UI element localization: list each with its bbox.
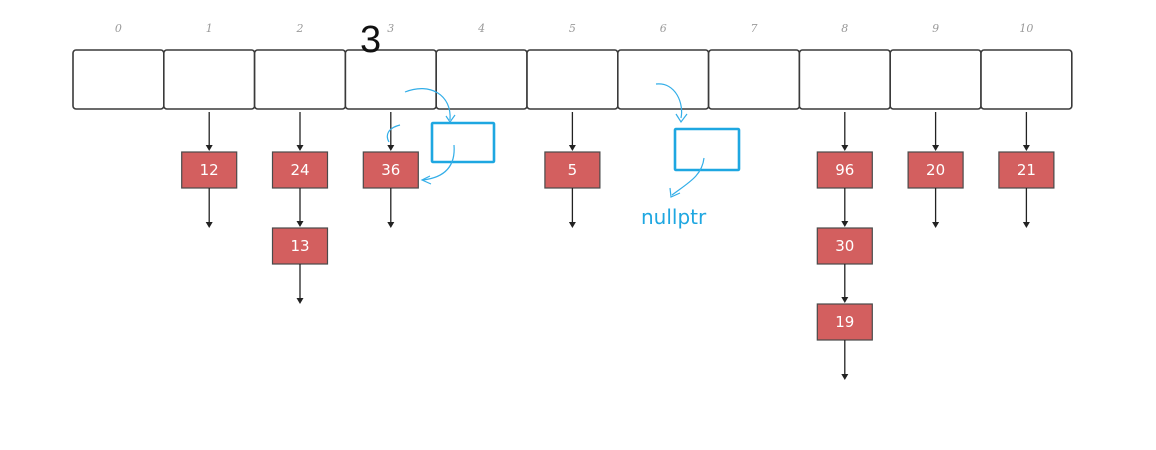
null-pointer-arrow — [568, 188, 576, 228]
inserted-node-sketch — [386, 88, 496, 185]
slot-index-label: 6 — [660, 22, 667, 35]
bucket-slot — [435, 49, 528, 110]
next-pointer-arrow — [296, 188, 304, 227]
bucket-slot — [253, 49, 347, 110]
chain-node — [907, 151, 964, 189]
chain-node — [271, 227, 329, 265]
blue-pointer-into-box — [655, 83, 683, 119]
bucket-slot — [616, 49, 710, 110]
blue-pointer-to-null — [671, 157, 705, 196]
slot-index-label: 7 — [751, 22, 758, 35]
blue-pointer-into-box — [404, 88, 451, 121]
slot-index-label: 2 — [296, 22, 304, 35]
null-pointer-arrow — [205, 188, 213, 228]
bucket-slot — [889, 49, 982, 110]
blue-pointer-head — [445, 114, 456, 124]
blue-pointer-head — [420, 175, 432, 185]
slot-index-label: 0 — [115, 22, 122, 35]
chain-node-value: 21 — [1017, 161, 1036, 179]
next-pointer-arrow — [841, 264, 849, 303]
null-pointer-arrow — [841, 340, 849, 380]
chain-node-value: 36 — [381, 161, 400, 179]
chain-node-value: 20 — [926, 161, 945, 179]
null-pointer-arrow — [932, 188, 940, 228]
blue-pointer-to-node-36 — [422, 144, 455, 181]
blue-pointer-head — [675, 113, 688, 124]
null-pointer-arrow — [296, 264, 304, 304]
chain-node — [998, 151, 1055, 189]
slot-index-label: 1 — [206, 22, 213, 35]
slot-index-label: 4 — [477, 22, 485, 35]
chain-node-value: 96 — [835, 161, 854, 179]
chain-node-value: 30 — [835, 237, 854, 255]
null-pointer-arrow — [1022, 188, 1030, 228]
null-node-sketch — [655, 83, 741, 198]
chain-node-value: 24 — [290, 161, 309, 179]
slot-index-label: 10 — [1019, 22, 1033, 35]
bucket-array: 0 1 2 3 4 5 6 7 8 9 10 — [72, 22, 1073, 110]
pointer-arrow — [841, 112, 849, 151]
pointer-arrow — [568, 112, 576, 151]
bucket-slot — [980, 49, 1073, 110]
chain-node — [271, 151, 329, 189]
slot-index-label: 5 — [569, 22, 576, 35]
pointer-arrow — [296, 112, 304, 151]
chain-node — [181, 151, 238, 189]
slot-index-label: 8 — [841, 22, 848, 35]
chain-node — [362, 151, 419, 189]
next-pointer-arrow — [841, 188, 849, 227]
slot-index-label: 9 — [932, 22, 939, 35]
blue-empty-node-box — [673, 127, 741, 172]
bucket-chains: 12 24 13 36 5 96 30 19 20 21 — [181, 112, 1055, 380]
bucket-slot — [707, 49, 801, 110]
chain-node-value: 5 — [568, 161, 578, 179]
chain-node-value: 12 — [200, 161, 219, 179]
blue-pointer-head — [669, 187, 681, 198]
pointer-arrow — [932, 112, 940, 151]
bucket-slot — [163, 49, 256, 110]
bucket-slot — [798, 49, 892, 110]
nullptr-label: nullptr — [641, 205, 707, 229]
chain-node — [816, 151, 873, 189]
null-pointer-arrow — [387, 188, 395, 228]
bucket-slot — [72, 49, 165, 110]
slot-index-label: 3 — [387, 22, 394, 35]
blue-mark-near-36 — [386, 124, 401, 143]
pointer-arrow — [1022, 112, 1030, 151]
blue-new-node-box — [430, 121, 496, 164]
chain-node-value: 13 — [290, 237, 309, 255]
pointer-arrow — [205, 112, 213, 151]
highlight-index-label: 3 — [360, 19, 381, 61]
chain-node-value: 19 — [835, 313, 854, 331]
bucket-slot — [526, 49, 619, 110]
